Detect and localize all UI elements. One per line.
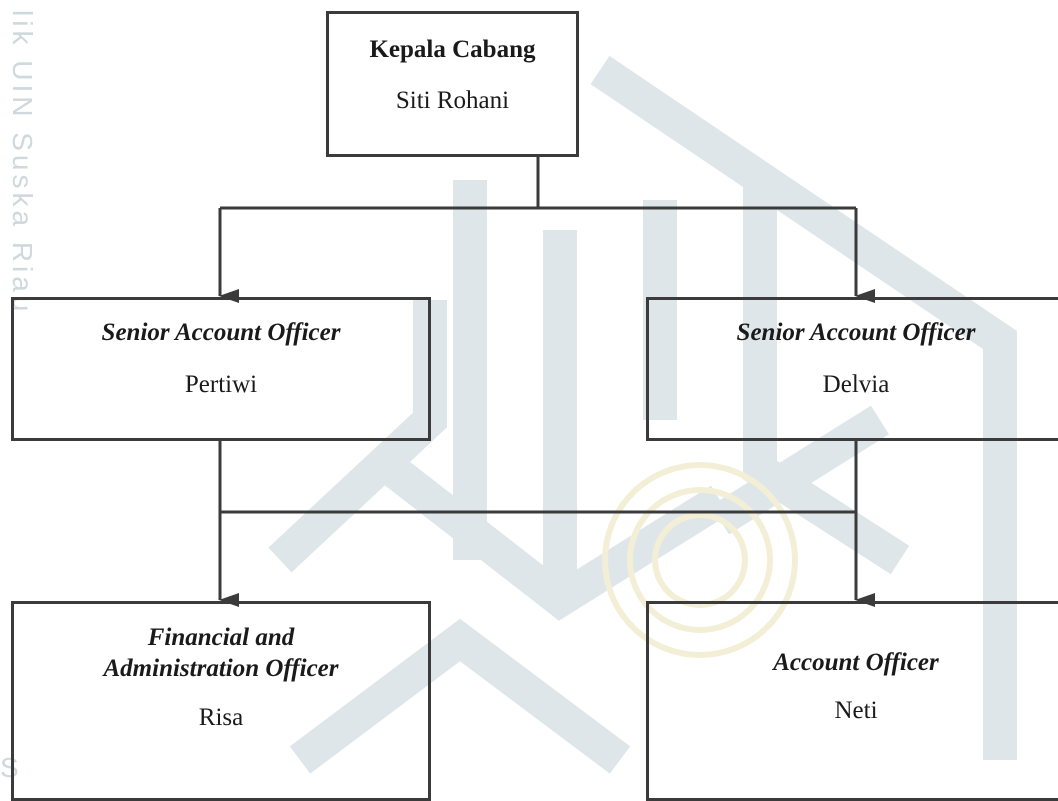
node-name: Siti Rohani bbox=[395, 87, 510, 115]
node-title-line: Administration Officer bbox=[103, 655, 339, 683]
node-senior-account-officer-left: Senior Account Officer Pertiwi bbox=[11, 297, 431, 441]
node-name: Neti bbox=[834, 697, 878, 725]
node-title: Kepala Cabang bbox=[369, 36, 536, 63]
node-account-officer: Account Officer Neti bbox=[646, 601, 1058, 801]
node-title: Senior Account Officer bbox=[101, 319, 341, 346]
node-kepala-cabang: Kepala Cabang Siti Rohani bbox=[326, 11, 579, 157]
node-title: Financial and Administration Officer bbox=[104, 622, 339, 685]
node-title: Senior Account Officer bbox=[736, 319, 976, 346]
watermark-seal bbox=[602, 462, 798, 658]
node-title: Account Officer bbox=[773, 649, 939, 676]
node-name: Risa bbox=[198, 703, 244, 731]
node-senior-account-officer-right: Senior Account Officer Delvia bbox=[646, 297, 1058, 441]
watermark-side-text: lik UIN Suska Riau bbox=[7, 10, 38, 316]
node-financial-administration-officer: Financial and Administration Officer Ris… bbox=[11, 601, 431, 801]
node-name: Delvia bbox=[822, 371, 890, 399]
watermark-side-letter: S bbox=[0, 752, 19, 783]
node-name: Pertiwi bbox=[184, 371, 258, 399]
node-title-line: Financial and bbox=[147, 624, 295, 651]
